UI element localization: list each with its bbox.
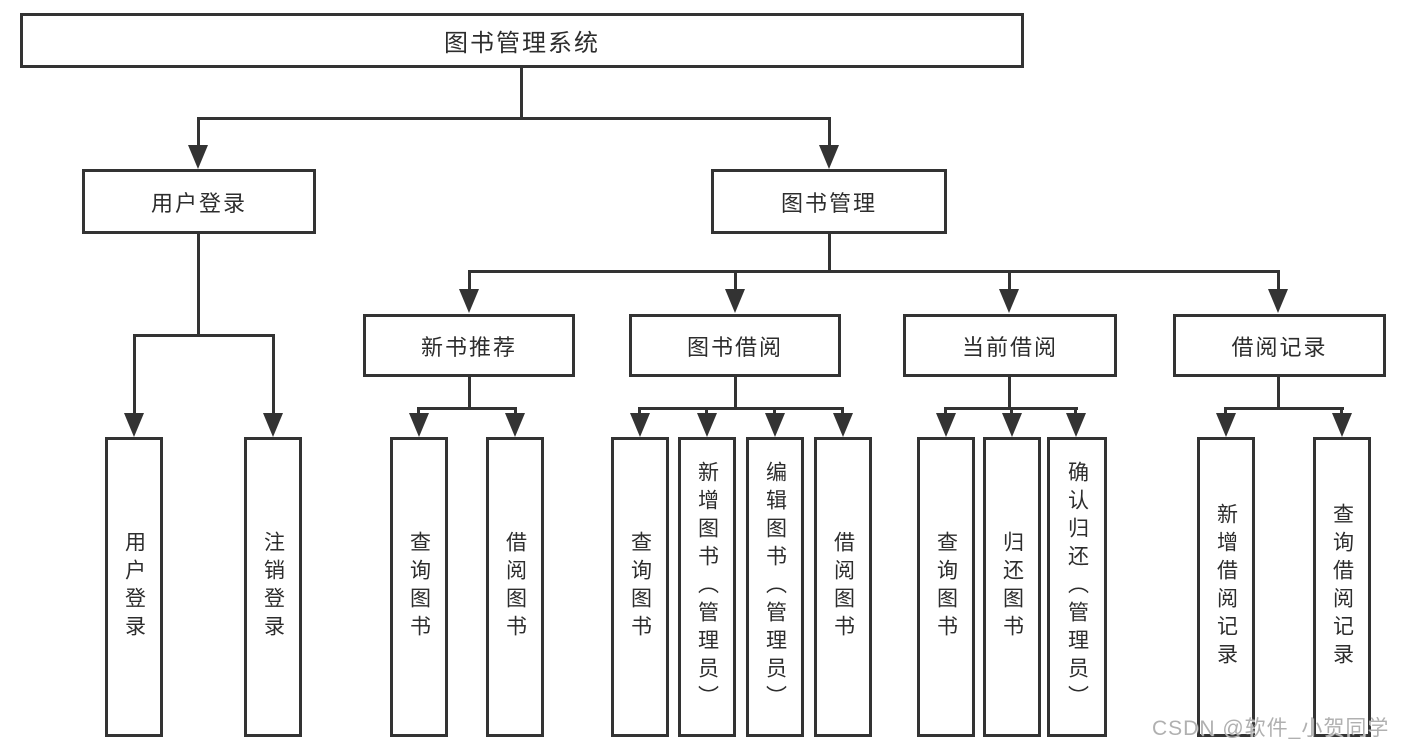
- connector-line: [520, 68, 523, 119]
- connector-line: [417, 407, 420, 416]
- node-book-borrow: 图书借阅: [629, 314, 841, 377]
- node-user-login: 用户登录: [82, 169, 316, 234]
- connector-line: [417, 407, 517, 410]
- arrow-down-icon: [409, 413, 429, 437]
- arrow-down-icon: [263, 413, 283, 437]
- connector-line: [133, 334, 275, 337]
- connector-line: [1277, 270, 1280, 292]
- arrow-down-icon: [936, 413, 956, 437]
- node-book-management: 图书管理: [711, 169, 947, 234]
- leaf-borrow-books-recommend: 借阅图书: [486, 437, 544, 737]
- leaf-add-book-admin: 新增图书（管理员）: [678, 437, 736, 737]
- arrow-down-icon: [765, 413, 785, 437]
- node-new-book-recommend: 新书推荐: [363, 314, 575, 377]
- connector-line: [705, 407, 708, 416]
- connector-line: [773, 407, 776, 416]
- leaf-add-borrow-record: 新增借阅记录: [1197, 437, 1255, 737]
- connector-line: [468, 376, 471, 410]
- arrow-down-icon: [1268, 289, 1288, 313]
- arrow-down-icon: [188, 145, 208, 169]
- connector-line: [1008, 376, 1011, 410]
- arrow-down-icon: [1216, 413, 1236, 437]
- leaf-return-book: 归还图书: [983, 437, 1041, 737]
- connector-line: [638, 407, 641, 416]
- arrow-down-icon: [1002, 413, 1022, 437]
- arrow-down-icon: [630, 413, 650, 437]
- node-borrow-records: 借阅记录: [1173, 314, 1386, 377]
- leaf-query-borrow-record: 查询借阅记录: [1313, 437, 1371, 737]
- connector-line: [1074, 407, 1077, 416]
- arrow-down-icon: [124, 413, 144, 437]
- connector-line: [514, 407, 517, 416]
- leaf-confirm-return-admin: 确认归还（管理员）: [1047, 437, 1107, 737]
- connector-line: [468, 270, 1280, 273]
- connector-line: [734, 270, 737, 292]
- connector-line: [1008, 270, 1011, 292]
- connector-line: [1224, 407, 1227, 416]
- connector-line: [828, 233, 831, 273]
- arrow-down-icon: [697, 413, 717, 437]
- connector-line: [133, 334, 136, 416]
- connector-line: [197, 234, 200, 337]
- leaf-query-books-borrow: 查询图书: [611, 437, 669, 737]
- connector-line: [734, 376, 737, 410]
- arrow-down-icon: [819, 145, 839, 169]
- leaf-query-books-current: 查询图书: [917, 437, 975, 737]
- arrow-down-icon: [833, 413, 853, 437]
- arrow-down-icon: [1066, 413, 1086, 437]
- connector-line: [197, 117, 831, 120]
- arrow-down-icon: [999, 289, 1019, 313]
- connector-line: [468, 270, 471, 292]
- arrow-down-icon: [505, 413, 525, 437]
- connector-line: [944, 407, 947, 416]
- node-current-borrow: 当前借阅: [903, 314, 1117, 377]
- connector-line: [272, 334, 275, 416]
- connector-line: [197, 117, 200, 148]
- leaf-logout: 注销登录: [244, 437, 302, 737]
- arrow-down-icon: [725, 289, 745, 313]
- connector-line: [1277, 376, 1280, 410]
- watermark: CSDN @软件_小贺同学: [1152, 717, 1390, 740]
- connector-line: [841, 407, 844, 416]
- connector-line: [1010, 407, 1013, 416]
- node-library-system: 图书管理系统: [20, 13, 1024, 68]
- leaf-query-books-recommend: 查询图书: [390, 437, 448, 737]
- connector-line: [1340, 407, 1343, 416]
- leaf-borrow-books: 借阅图书: [814, 437, 872, 737]
- leaf-edit-book-admin: 编辑图书（管理员）: [746, 437, 804, 737]
- connector-line: [828, 117, 831, 148]
- leaf-user-login: 用户登录: [105, 437, 163, 737]
- arrow-down-icon: [459, 289, 479, 313]
- connector-line: [1224, 407, 1344, 410]
- connector-line: [638, 407, 844, 410]
- arrow-down-icon: [1332, 413, 1352, 437]
